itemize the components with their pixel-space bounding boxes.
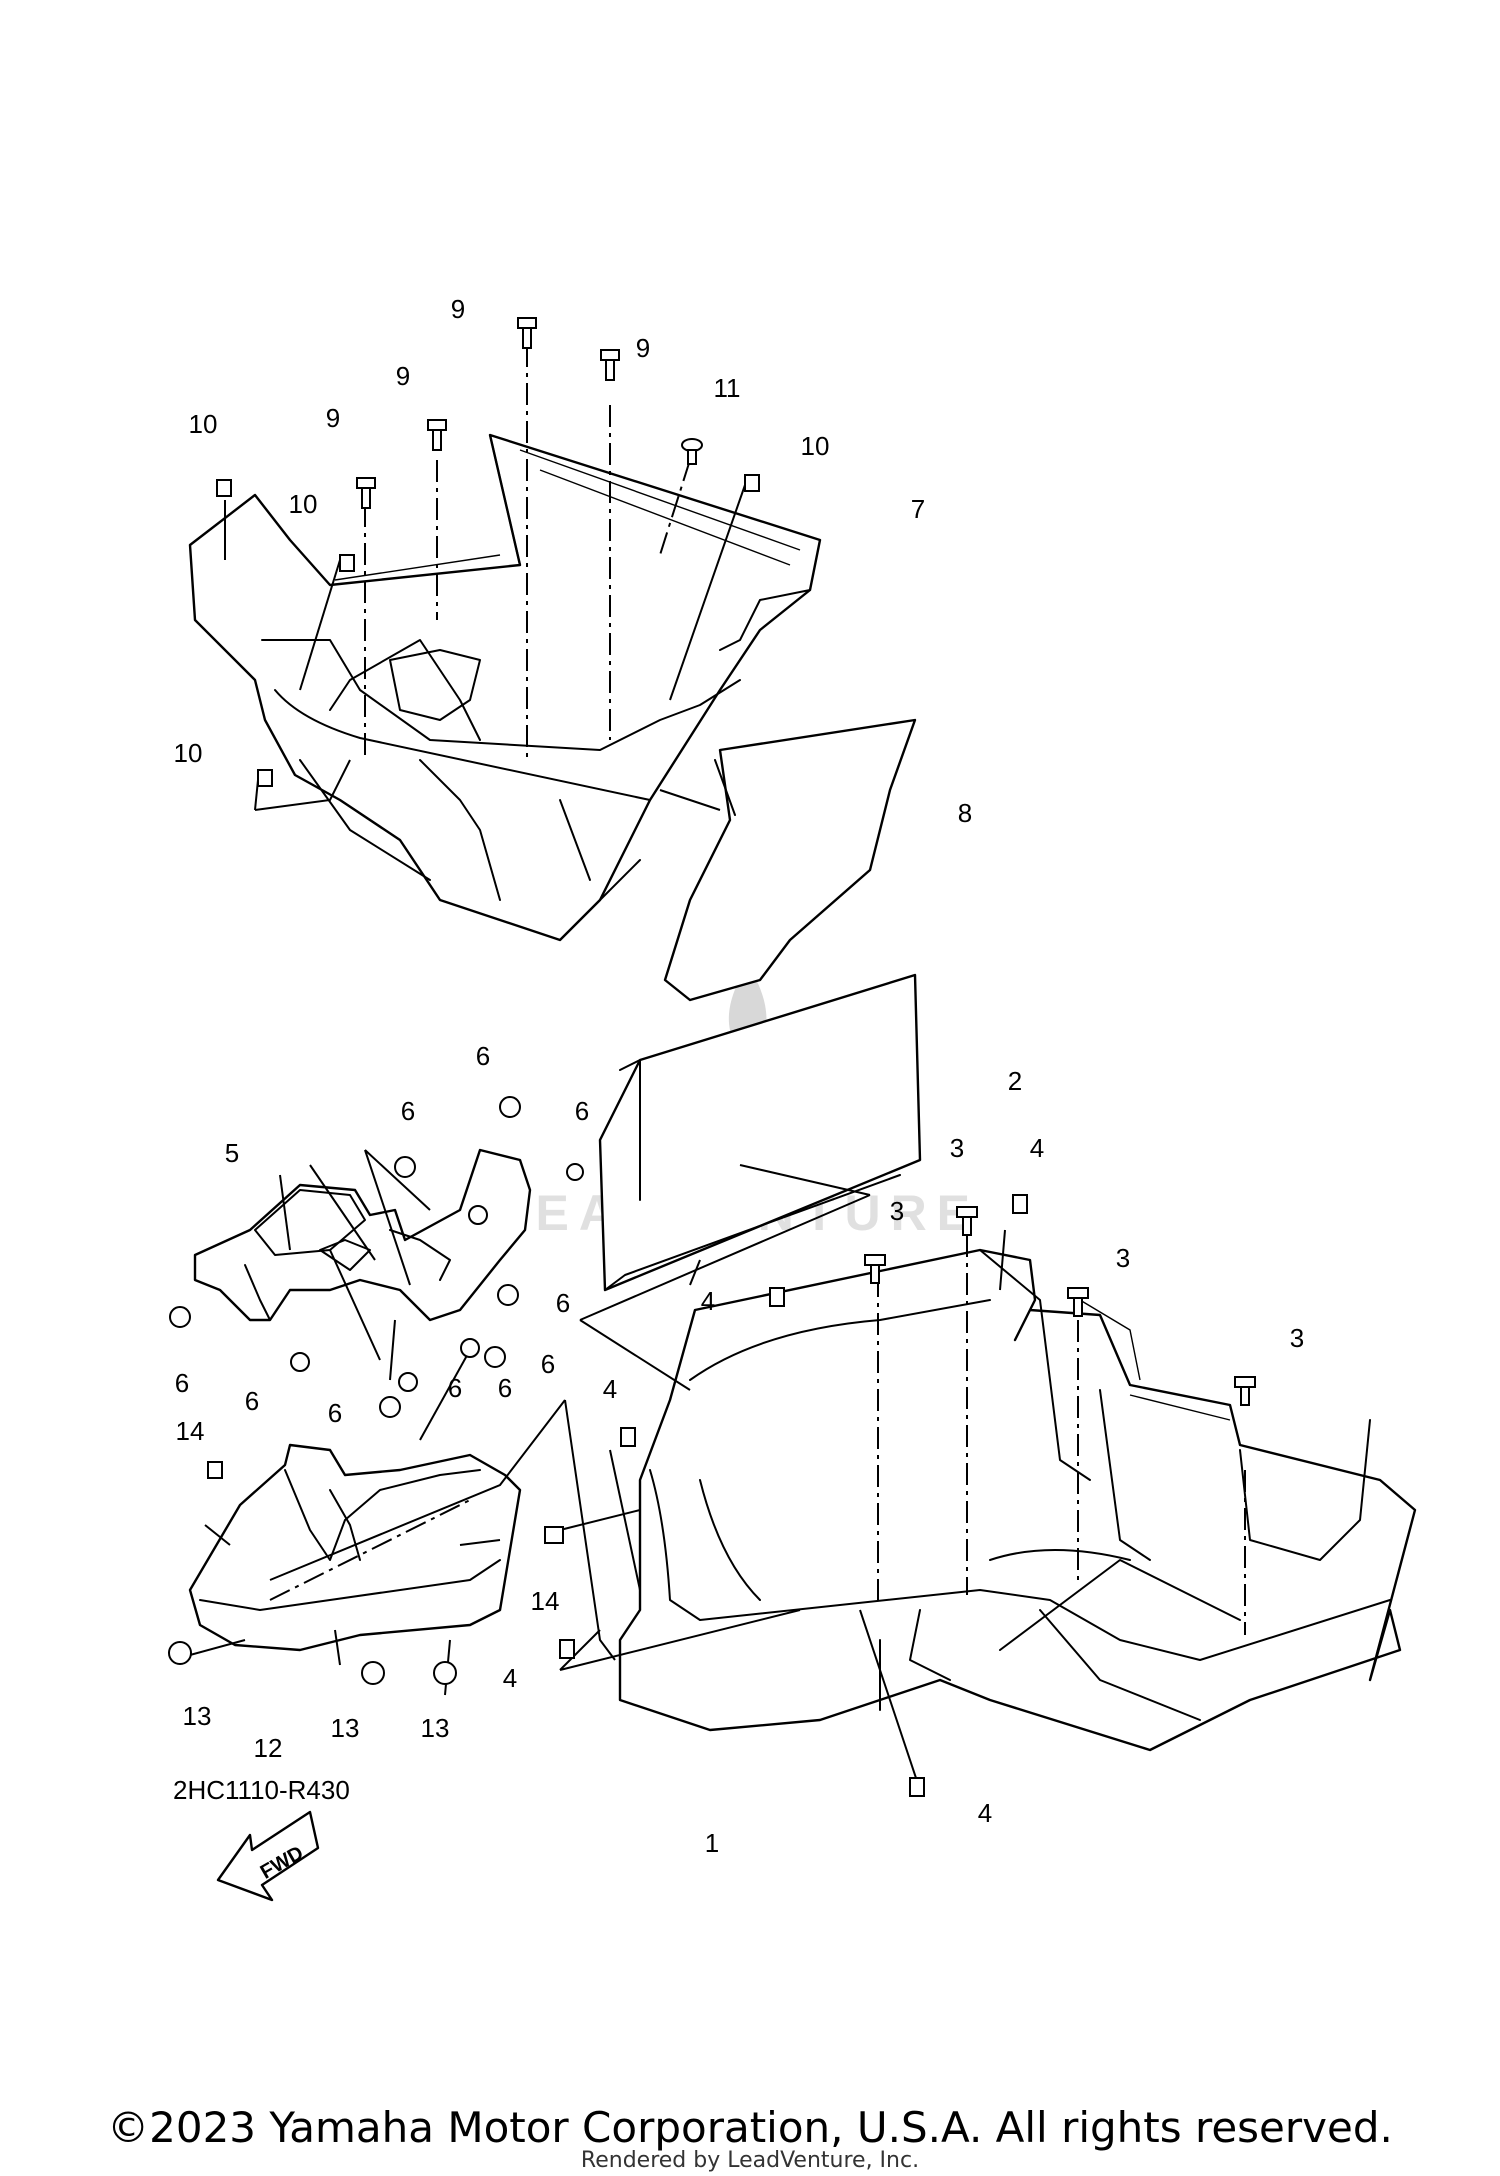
callout-6: 6 bbox=[476, 1041, 490, 1071]
screw-6-icon bbox=[290, 1352, 310, 1372]
part-2-panel bbox=[598, 973, 922, 1292]
bolt-9-icon bbox=[356, 477, 376, 509]
callout-2: 2 bbox=[1008, 1066, 1022, 1096]
callout-7: 7 bbox=[911, 494, 925, 524]
callout-5: 5 bbox=[225, 1138, 239, 1168]
callout-9: 9 bbox=[451, 294, 465, 324]
screw-6-icon bbox=[398, 1372, 418, 1392]
screw-6-icon bbox=[394, 1156, 416, 1178]
screw-6-icon bbox=[566, 1163, 584, 1181]
callouts: 9 9 9 9 11 10 10 10 7 10 8 6 2 6 6 3 4 5… bbox=[174, 294, 1305, 1858]
screw-6-icon bbox=[379, 1396, 401, 1418]
bolt-9-icon bbox=[517, 317, 537, 349]
callout-4: 4 bbox=[978, 1798, 992, 1828]
callout-3: 3 bbox=[1116, 1243, 1130, 1273]
callout-10: 10 bbox=[174, 738, 203, 768]
nut-4-icon bbox=[1012, 1194, 1028, 1214]
callout-4: 4 bbox=[1030, 1133, 1044, 1163]
screw-6-icon bbox=[499, 1096, 521, 1118]
bolt-3-icon bbox=[1234, 1376, 1256, 1406]
part-12-side-cover bbox=[188, 1443, 522, 1652]
screw-13-icon bbox=[168, 1641, 192, 1665]
nut-4-icon bbox=[620, 1427, 636, 1447]
bolt-3-icon bbox=[956, 1206, 978, 1236]
nut-10-icon bbox=[216, 479, 232, 497]
nut-4-icon bbox=[909, 1777, 925, 1797]
callout-6: 6 bbox=[541, 1349, 555, 1379]
clip-11-icon bbox=[681, 438, 703, 465]
callout-14: 14 bbox=[531, 1586, 560, 1616]
callout-10: 10 bbox=[801, 431, 830, 461]
callout-4: 4 bbox=[503, 1663, 517, 1693]
nut-14-icon bbox=[544, 1526, 564, 1544]
nut-14-icon bbox=[207, 1461, 223, 1479]
part-7-storage-box bbox=[188, 433, 822, 942]
callout-9: 9 bbox=[396, 361, 410, 391]
callout-4: 4 bbox=[701, 1286, 715, 1316]
callout-1: 1 bbox=[705, 1828, 719, 1858]
hardware bbox=[168, 317, 1256, 1797]
bolt-9-icon bbox=[600, 349, 620, 381]
nut-10-icon bbox=[257, 769, 273, 787]
screw-6-icon bbox=[484, 1346, 506, 1368]
nut-10-icon bbox=[744, 474, 760, 492]
callout-13: 13 bbox=[183, 1701, 212, 1731]
guide-line bbox=[659, 459, 691, 556]
callout-11: 11 bbox=[714, 373, 741, 403]
callout-9: 9 bbox=[636, 333, 650, 363]
callout-6: 6 bbox=[448, 1373, 462, 1403]
callout-9: 9 bbox=[326, 403, 340, 433]
callout-8: 8 bbox=[958, 798, 972, 828]
callout-12: 12 bbox=[254, 1733, 283, 1763]
callout-6: 6 bbox=[575, 1096, 589, 1126]
screw-6-icon bbox=[169, 1306, 191, 1328]
bolt-9-icon bbox=[427, 419, 447, 451]
callout-13: 13 bbox=[331, 1713, 360, 1743]
drawing-code: 2HC1110-R430 bbox=[173, 1775, 350, 1805]
callout-10: 10 bbox=[189, 409, 218, 439]
callout-13: 13 bbox=[421, 1713, 450, 1743]
copyright-notice: ©2023 Yamaha Motor Corporation, U.S.A. A… bbox=[107, 2103, 1393, 2152]
leader-lines bbox=[189, 345, 1246, 1791]
callout-4: 4 bbox=[603, 1374, 617, 1404]
callout-3: 3 bbox=[1290, 1323, 1304, 1353]
callout-10: 10 bbox=[289, 489, 318, 519]
bolt-3-icon bbox=[864, 1254, 886, 1284]
callout-6: 6 bbox=[498, 1373, 512, 1403]
part-5-bracket bbox=[193, 1148, 532, 1322]
screw-6-icon bbox=[497, 1284, 519, 1306]
screw-13-icon bbox=[361, 1661, 385, 1685]
part-8-pad bbox=[663, 718, 917, 1002]
callout-3: 3 bbox=[950, 1133, 964, 1163]
nut-4-icon bbox=[769, 1287, 785, 1307]
part-1-lower-body bbox=[618, 1248, 1417, 1752]
bolt-3-icon bbox=[1067, 1287, 1089, 1317]
rendered-by-notice: Rendered by LeadVenture, Inc. bbox=[580, 2148, 920, 2173]
callout-6: 6 bbox=[245, 1386, 259, 1416]
nut-10-icon bbox=[339, 554, 355, 572]
callout-6: 6 bbox=[556, 1288, 570, 1318]
callout-6: 6 bbox=[401, 1096, 415, 1126]
fwd-arrow-icon: FWD bbox=[216, 1810, 320, 1902]
nut-4-icon bbox=[559, 1639, 575, 1659]
screw-6-icon bbox=[460, 1338, 480, 1358]
callout-14: 14 bbox=[176, 1416, 205, 1446]
callout-3: 3 bbox=[890, 1196, 904, 1226]
screw-13-icon bbox=[433, 1661, 457, 1685]
callout-6: 6 bbox=[328, 1398, 342, 1428]
callout-6: 6 bbox=[175, 1368, 189, 1398]
bracket-hole-icon bbox=[468, 1205, 488, 1225]
